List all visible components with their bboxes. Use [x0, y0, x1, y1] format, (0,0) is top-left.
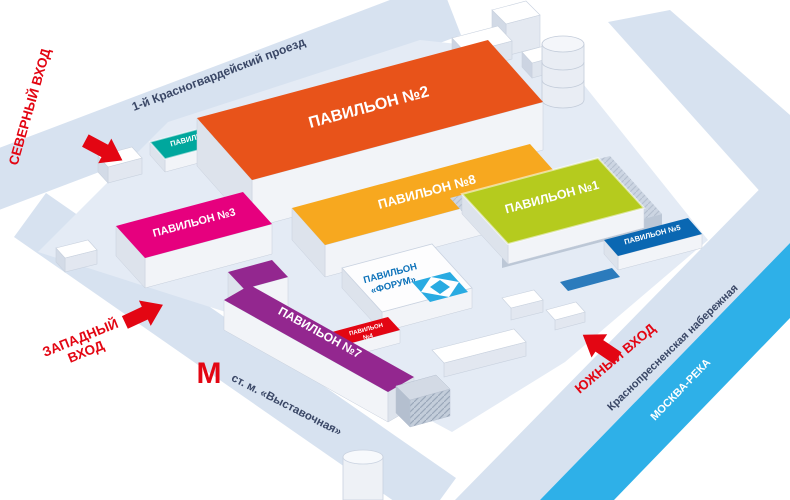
- forum-roof-blue-diamond: [430, 280, 450, 294]
- pavilion-5-roof[interactable]: [604, 218, 702, 256]
- road-embankment: [455, 158, 790, 500]
- entrance-north-arrow-icon: [82, 134, 123, 164]
- pavilion-8-roof[interactable]: [292, 144, 563, 245]
- pavilion-7-head-roof[interactable]: [228, 260, 288, 289]
- pavilion-forum[interactable]: ПАВИЛЬОН «ФОРУМ»: [341, 243, 473, 333]
- pavilion-5[interactable]: ПАВИЛЬОН №5: [560, 218, 703, 291]
- service-building-south: [431, 301, 586, 378]
- pavilion-4-roof[interactable]: [332, 317, 400, 345]
- pavilion-5-walkway: [560, 268, 620, 291]
- pavilion-1-roof[interactable]: [460, 156, 646, 246]
- entrance-west-arrow-icon: [121, 300, 163, 329]
- metro-logo-icon: М: [197, 357, 222, 390]
- moskva-river: [540, 243, 790, 500]
- pavilion-5-left-wall: [603, 239, 619, 271]
- svg-text:№4: №4: [362, 332, 374, 342]
- service-building-center: [501, 289, 544, 321]
- service-building-west: [55, 239, 98, 273]
- pavilion-8-left-wall: [291, 207, 326, 278]
- pavilion-7-roof[interactable]: [224, 285, 414, 392]
- gas-holder-tower: [541, 35, 585, 109]
- pavilion-2-roof[interactable]: [197, 40, 543, 180]
- pavilion-3-roof[interactable]: [116, 192, 272, 258]
- road-northeast: [608, 10, 790, 225]
- entrance-west-label: ЗАПАДНЫЙ ВХОД: [40, 316, 120, 366]
- entrance-south-arrow-icon: [582, 334, 622, 364]
- pavilion-1[interactable]: ПАВИЛЬОН №1: [450, 156, 662, 268]
- pavilion-3[interactable]: ПАВИЛЬОН №3: [115, 192, 273, 289]
- service-block-hatched: [395, 374, 451, 428]
- round-building-south: [342, 449, 384, 500]
